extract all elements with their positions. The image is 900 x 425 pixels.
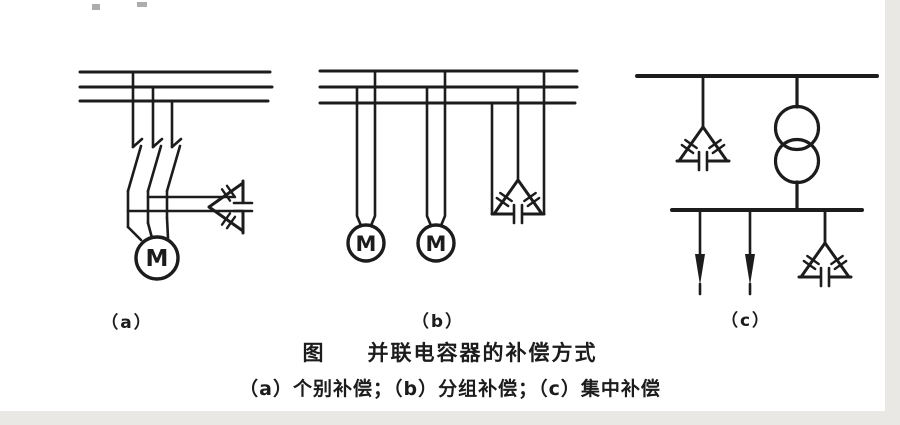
- switch-symbols-a: [126, 137, 183, 229]
- delta-capacitor-symbol: [490, 178, 546, 225]
- motor-symbol: [416, 223, 456, 263]
- transformer-symbol: [773, 74, 821, 212]
- motor2-leads-b: [425, 69, 447, 230]
- delta-capacitor-symbol: [675, 125, 731, 172]
- caption-title-line: 图 并联电容器的补偿方式: [0, 337, 900, 367]
- motor-symbol: [134, 235, 180, 281]
- delta-capacitor-symbol: [797, 241, 853, 288]
- panel-label-a: （a）: [101, 313, 153, 333]
- page-edge-bottom: [0, 411, 900, 425]
- busbar-lines-a: [78, 70, 274, 103]
- circuit-diagram-svg: M M M: [78, 69, 879, 296]
- panel-label-b: （b）: [411, 312, 465, 332]
- motor-label: M: [426, 232, 447, 256]
- caption-subtitle: （a）个别补偿；（b）分组补偿；（c）集中补偿: [239, 378, 661, 400]
- feeder-wires-a: [131, 70, 174, 149]
- panel-c-diagram: [635, 74, 879, 296]
- motor-leads-a: [126, 216, 170, 242]
- motor-label: M: [146, 246, 169, 272]
- caption-prefix: 图: [302, 341, 326, 365]
- panel-a-diagram: M: [78, 70, 274, 281]
- page-edge-right: [885, 0, 900, 425]
- feeder-arrow: [695, 208, 705, 296]
- motor1-leads-b: [355, 69, 377, 230]
- scan-artifact: [137, 2, 147, 7]
- feeder-arrow: [745, 208, 755, 296]
- capacitor-branch-wires-b: [490, 69, 546, 216]
- panel-b-diagram: M M: [318, 69, 579, 263]
- delta-capacitor-symbol: [207, 179, 254, 235]
- panel-label-c: （c）: [720, 311, 772, 331]
- motor-symbol: [346, 223, 386, 263]
- busbar-lines-b: [318, 69, 579, 105]
- motor-label: M: [356, 232, 377, 256]
- figure-caption: 图 并联电容器的补偿方式 （a）个别补偿；（b）分组补偿；（c）集中补偿: [0, 337, 900, 401]
- capacitor-branch-wires-a: [126, 195, 245, 213]
- caption-title: 并联电容器的补偿方式: [367, 341, 598, 365]
- scan-artifact: [92, 4, 100, 10]
